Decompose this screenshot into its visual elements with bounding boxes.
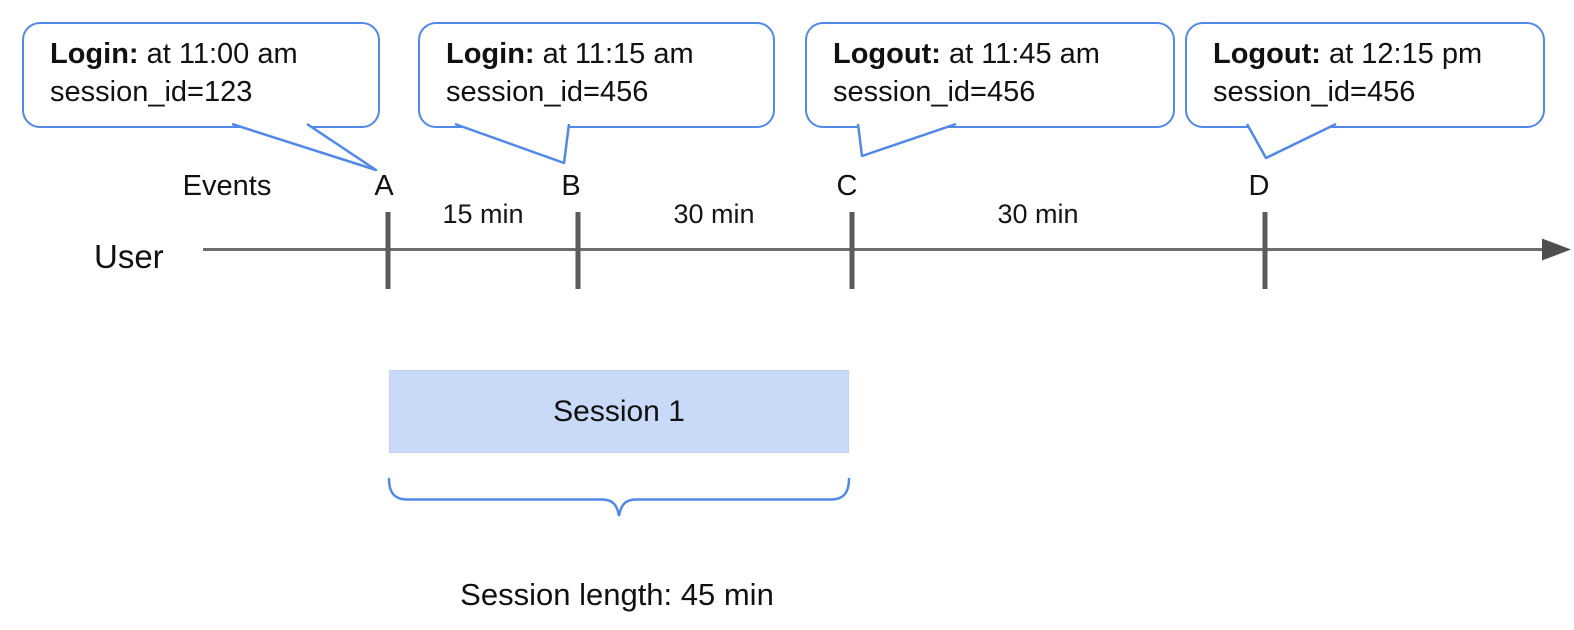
event-tick-d	[1262, 212, 1268, 289]
callout-login-a: Login: at 11:00 am session_id=123	[22, 22, 380, 128]
callout-tail-b-icon	[454, 122, 571, 165]
callout-session-id: session_id=456	[833, 76, 1036, 108]
session-length-brace	[387, 477, 851, 517]
event-tick-c	[849, 212, 855, 289]
callout-event-time: at 11:45 am	[940, 38, 1100, 70]
event-tick-a	[385, 212, 391, 289]
callout-event-type: Login:	[446, 38, 535, 70]
callout-event-type: Logout:	[833, 38, 941, 70]
event-marker-a: A	[374, 170, 394, 202]
callout-line1: Logout: at 11:45 am	[833, 35, 1163, 73]
user-axis-label: User	[94, 238, 164, 275]
callout-session-id: session_id=456	[1213, 76, 1416, 108]
event-marker-b: B	[561, 170, 581, 202]
callout-line1: Login: at 11:00 am	[50, 35, 368, 73]
callout-logout-d: Logout: at 12:15 pm session_id=456	[1185, 22, 1545, 128]
event-marker-c: C	[836, 170, 858, 202]
callout-line1: Login: at 11:15 am	[446, 35, 763, 73]
session-box-label: Session 1	[553, 394, 685, 428]
callout-event-time: at 11:15 am	[534, 38, 694, 70]
interval-label-cd: 30 min	[997, 199, 1079, 229]
callout-event-time: at 12:15 pm	[1320, 38, 1483, 70]
callout-tail-a-icon	[231, 122, 378, 172]
events-label: Events	[182, 170, 272, 202]
callout-event-type: Login:	[50, 38, 139, 70]
callout-session-id: session_id=456	[446, 76, 649, 108]
callout-event-time: at 11:00 am	[138, 38, 298, 70]
callout-line1: Logout: at 12:15 pm	[1213, 35, 1533, 73]
interval-label-bc: 30 min	[673, 199, 755, 229]
event-tick-b	[575, 212, 581, 289]
callout-tail-d-icon	[1245, 122, 1337, 160]
callout-logout-c: Logout: at 11:45 am session_id=456	[805, 22, 1175, 128]
callout-login-b: Login: at 11:15 am session_id=456	[418, 22, 775, 128]
session-length-label: Session length: 45 min	[460, 577, 774, 612]
callout-event-type: Logout:	[1213, 38, 1321, 70]
callout-tail-c-icon	[856, 122, 957, 158]
event-marker-d: D	[1248, 170, 1270, 202]
session-box: Session 1	[389, 370, 849, 453]
interval-label-ab: 15 min	[442, 199, 524, 229]
timeline-arrowhead-icon	[1542, 238, 1571, 261]
callout-session-id: session_id=123	[50, 76, 253, 108]
